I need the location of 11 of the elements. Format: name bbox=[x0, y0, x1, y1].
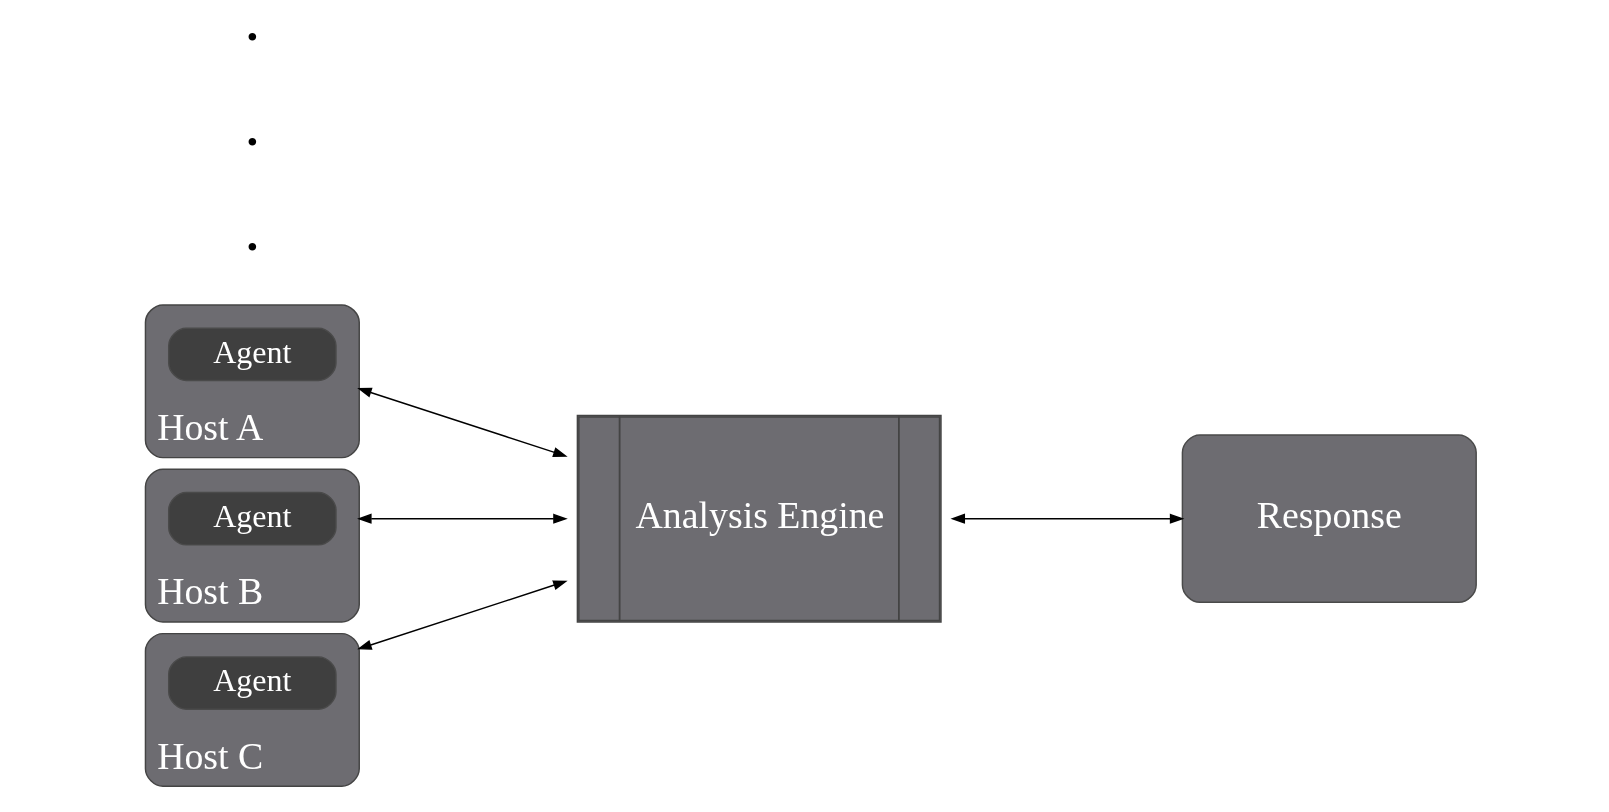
node-box: Agent bbox=[167, 656, 337, 710]
label: • bbox=[246, 19, 258, 56]
arrow bbox=[356, 513, 568, 524]
node-box: Agent bbox=[167, 327, 337, 382]
arrow bbox=[949, 513, 1184, 524]
node-box: Response bbox=[1181, 434, 1477, 604]
node-box: Agent bbox=[167, 491, 337, 546]
arrow bbox=[356, 580, 568, 650]
label: • bbox=[246, 124, 258, 161]
label: • bbox=[246, 228, 258, 265]
arrow bbox=[356, 387, 568, 458]
